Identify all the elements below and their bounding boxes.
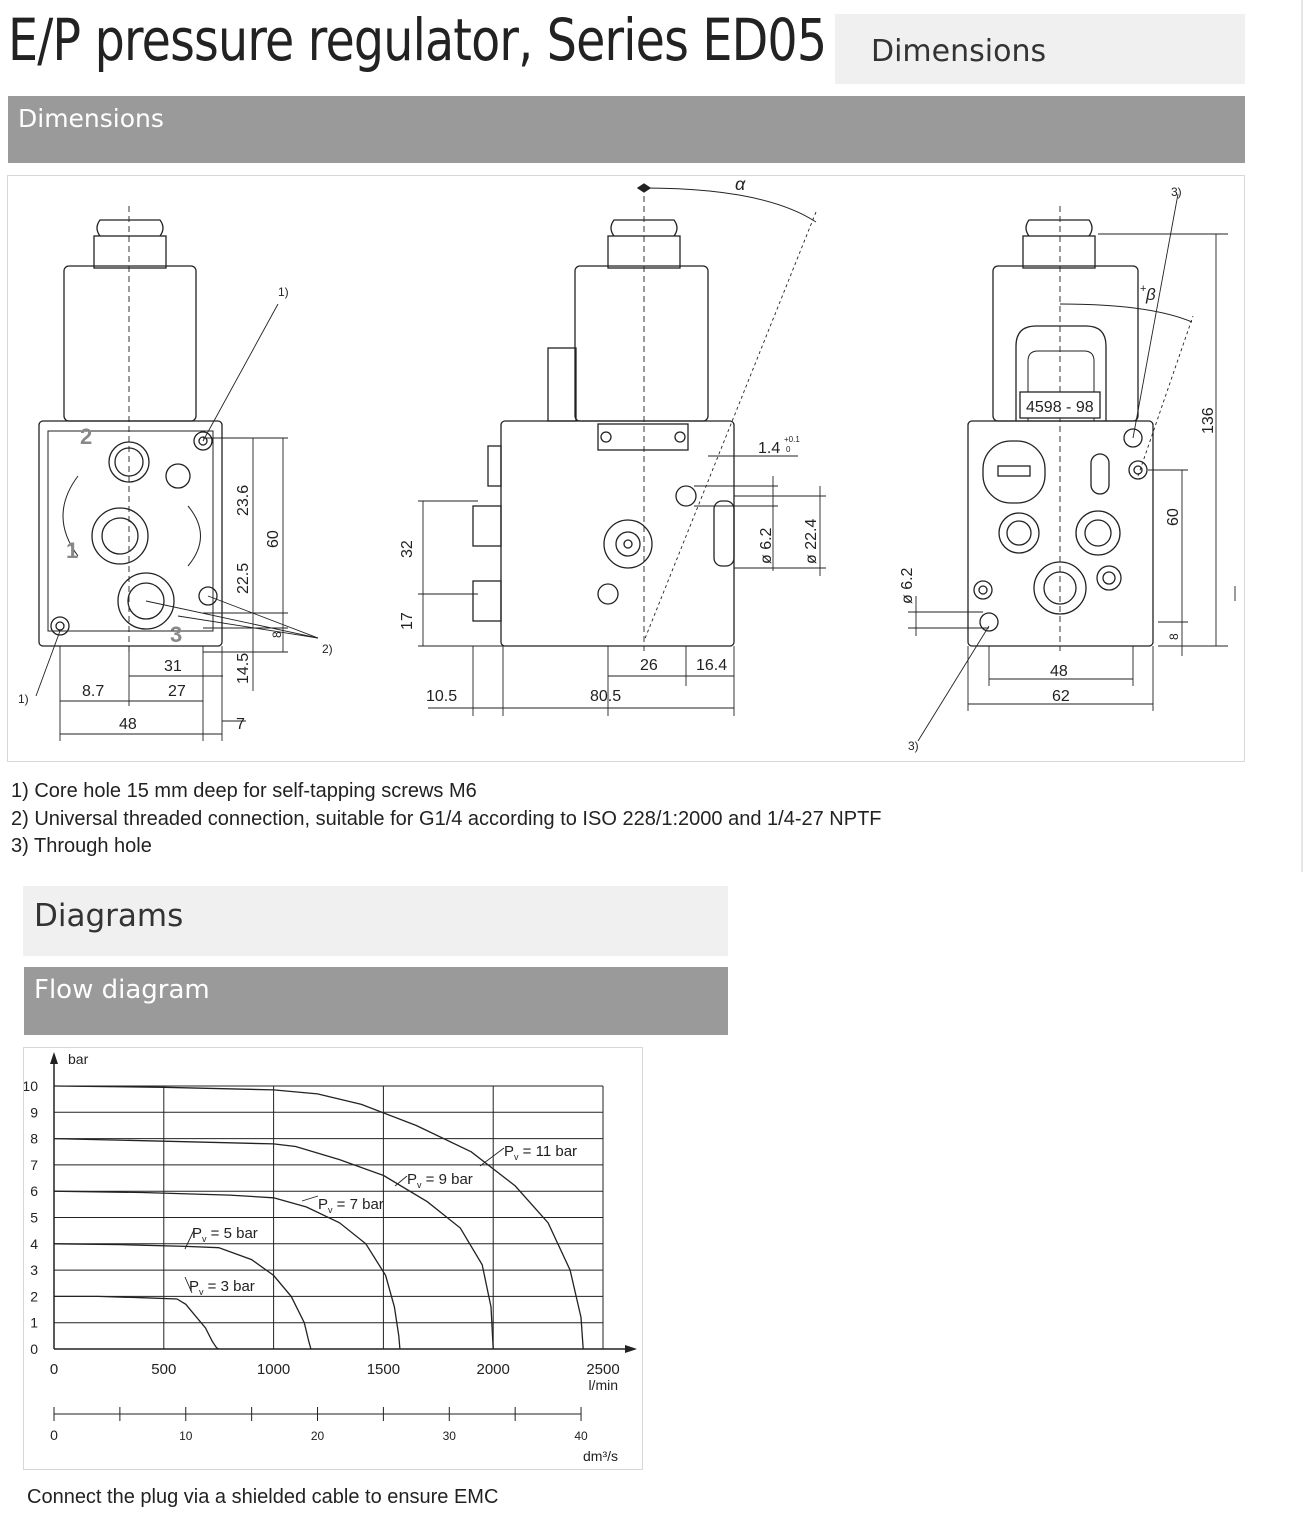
secondary-tick-label: 40 bbox=[574, 1429, 588, 1443]
series-label: Pv = 5 bar bbox=[192, 1225, 258, 1244]
dim-10-5: 10.5 bbox=[426, 688, 457, 705]
angle-beta-sign: + bbox=[1140, 283, 1146, 295]
series-label: Pv = 3 bar bbox=[189, 1278, 255, 1297]
dim-1-4-lower-tolerance: 0 bbox=[786, 445, 791, 454]
secondary-tick-label: 0 bbox=[50, 1427, 58, 1443]
x-tick-label: 0 bbox=[50, 1361, 58, 1378]
port-3-label: 3 bbox=[170, 622, 182, 647]
port-2-label: 2 bbox=[80, 424, 92, 449]
series-curve bbox=[54, 1295, 220, 1350]
flow-diagram-chart: 0 1 2 3 4 5 6 7 8 9 10 0 500 1000 1500 2000 2500 bar l/min… bbox=[22, 1047, 643, 1470]
footnote-1: 1) Core hole 15 mm deep for self-tapping… bbox=[11, 780, 477, 802]
dimensions-section-header: Dimensions bbox=[8, 96, 1245, 163]
y-tick-label: 10 bbox=[24, 1078, 38, 1094]
y-tick-label: 8 bbox=[30, 1131, 38, 1147]
dim-80-5: 80.5 bbox=[590, 688, 621, 705]
dim-1-4: 1.4 bbox=[758, 440, 780, 457]
series-label-leader bbox=[479, 1147, 505, 1167]
x-tick-label: 500 bbox=[151, 1361, 176, 1378]
y-axis-arrow bbox=[50, 1052, 58, 1064]
x-tick-label: 1500 bbox=[367, 1361, 400, 1378]
y-tick-label: 7 bbox=[30, 1157, 38, 1173]
callout-1-top: 1) bbox=[278, 285, 289, 299]
dim-1-4-upper-tolerance: +0.1 bbox=[784, 435, 800, 444]
x-tick-label: 2500 bbox=[586, 1361, 619, 1378]
page-title: E/P pressure regulator, Series ED05 bbox=[8, 6, 827, 74]
y-tick-label: 4 bbox=[30, 1236, 38, 1252]
left-view: 2 1 3 1) 1) 2) 23.6 22.5 60 8 14.5 31 27… bbox=[18, 206, 333, 741]
dim-32: 32 bbox=[399, 540, 416, 558]
dimension-drawing-svg: 2 1 3 1) 1) 2) 23.6 22.5 60 8 14.5 31 27… bbox=[18, 174, 1236, 753]
dim-dia-6-2-right: ø 6.2 bbox=[899, 567, 916, 604]
page-scrollbar[interactable] bbox=[1301, 0, 1303, 872]
x-tick-label: 1000 bbox=[257, 1361, 290, 1378]
dim-31: 31 bbox=[164, 658, 182, 675]
series-curve bbox=[53, 1243, 312, 1350]
series-label: Pv = 9 bar bbox=[407, 1171, 473, 1190]
y-tick-label: 5 bbox=[30, 1210, 38, 1226]
y-tick-label: 2 bbox=[30, 1288, 38, 1304]
dimensions-tab[interactable]: Dimensions bbox=[835, 14, 1245, 84]
dim-8-right: 8 bbox=[1167, 633, 1181, 640]
dim-8: 8 bbox=[270, 631, 284, 638]
dim-dia-22-4: ø 22.4 bbox=[803, 519, 820, 564]
dim-48: 48 bbox=[119, 716, 137, 733]
dim-8-7: 8.7 bbox=[82, 683, 104, 700]
dim-22-5: 22.5 bbox=[235, 563, 252, 594]
dim-14-5: 14.5 bbox=[235, 653, 252, 684]
footnote-3: 3) Through hole bbox=[11, 835, 152, 857]
dimension-footnotes: 1) Core hole 15 mm deep for self-tapping… bbox=[11, 778, 882, 861]
series-label-leader bbox=[301, 1195, 319, 1202]
series-label: Pv = 7 bar bbox=[318, 1196, 384, 1215]
dim-62: 62 bbox=[1052, 688, 1070, 705]
x-axis-arrow bbox=[625, 1345, 637, 1353]
dim-26: 26 bbox=[640, 657, 658, 674]
y-axis-label: bar bbox=[68, 1051, 89, 1067]
secondary-tick-label: 30 bbox=[443, 1429, 457, 1443]
dim-48-right: 48 bbox=[1050, 663, 1068, 680]
port-1-label: 1 bbox=[66, 538, 78, 563]
dim-7: 7 bbox=[236, 716, 245, 733]
series-curve bbox=[53, 1190, 401, 1350]
secondary-axis-label: dm³/s bbox=[583, 1448, 618, 1464]
y-tick-label: 0 bbox=[30, 1341, 38, 1357]
dim-dia-6-2: ø 6.2 bbox=[758, 527, 775, 564]
dim-60: 60 bbox=[265, 530, 282, 548]
middle-view: α 1.4 +0.1 0 ø 6.2 ø 22.4 32 17 26 16.4 … bbox=[399, 174, 826, 716]
right-view: 3) 3) + β 4598 - 98 136 60 8 ø 6.2 48 62 bbox=[899, 185, 1236, 753]
dim-60-right: 60 bbox=[1165, 508, 1182, 526]
dimension-drawing: 2 1 3 1) 1) 2) 23.6 22.5 60 8 14.5 31 27… bbox=[7, 174, 1245, 762]
angle-beta-label: β bbox=[1145, 285, 1156, 304]
series-label: Pv = 11 bar bbox=[504, 1143, 577, 1162]
flow-diagram-svg: 0 1 2 3 4 5 6 7 8 9 10 0 500 1000 1500 2000 2500 bar l/min… bbox=[22, 1051, 637, 1464]
callout-2: 2) bbox=[322, 642, 333, 656]
y-tick-label: 1 bbox=[30, 1315, 38, 1331]
diagrams-section-header: Diagrams bbox=[23, 886, 728, 956]
series-label-leader bbox=[394, 1175, 408, 1187]
x-tick-label: 2000 bbox=[477, 1361, 510, 1378]
dim-17: 17 bbox=[399, 612, 416, 630]
callout-3-top: 3) bbox=[1171, 185, 1182, 199]
x-axis-label: l/min bbox=[588, 1377, 618, 1393]
callout-1-bottom: 1) bbox=[18, 692, 29, 706]
y-tick-label: 6 bbox=[30, 1183, 38, 1199]
footnote-2: 2) Universal threaded connection, suitab… bbox=[11, 807, 882, 830]
emc-note: Connect the plug via a shielded cable to… bbox=[27, 1486, 499, 1508]
series-label-leader bbox=[184, 1276, 193, 1294]
secondary-tick-label: 10 bbox=[179, 1429, 193, 1443]
dim-27: 27 bbox=[168, 683, 186, 700]
callout-3-bottom: 3) bbox=[908, 739, 919, 753]
series-label-leader bbox=[184, 1229, 195, 1250]
flow-diagram-header: Flow diagram bbox=[24, 967, 728, 1035]
series-curve bbox=[53, 1137, 494, 1350]
series-curve bbox=[53, 1085, 584, 1350]
y-tick-label: 3 bbox=[30, 1262, 38, 1278]
angle-alpha-label: α bbox=[735, 176, 746, 194]
dim-16-4: 16.4 bbox=[696, 657, 727, 674]
dim-23-6: 23.6 bbox=[235, 485, 252, 516]
secondary-tick-label: 20 bbox=[311, 1429, 325, 1443]
dim-136: 136 bbox=[1200, 407, 1217, 434]
nameplate-text: 4598 - 98 bbox=[1026, 399, 1094, 416]
y-tick-label: 9 bbox=[30, 1104, 38, 1120]
